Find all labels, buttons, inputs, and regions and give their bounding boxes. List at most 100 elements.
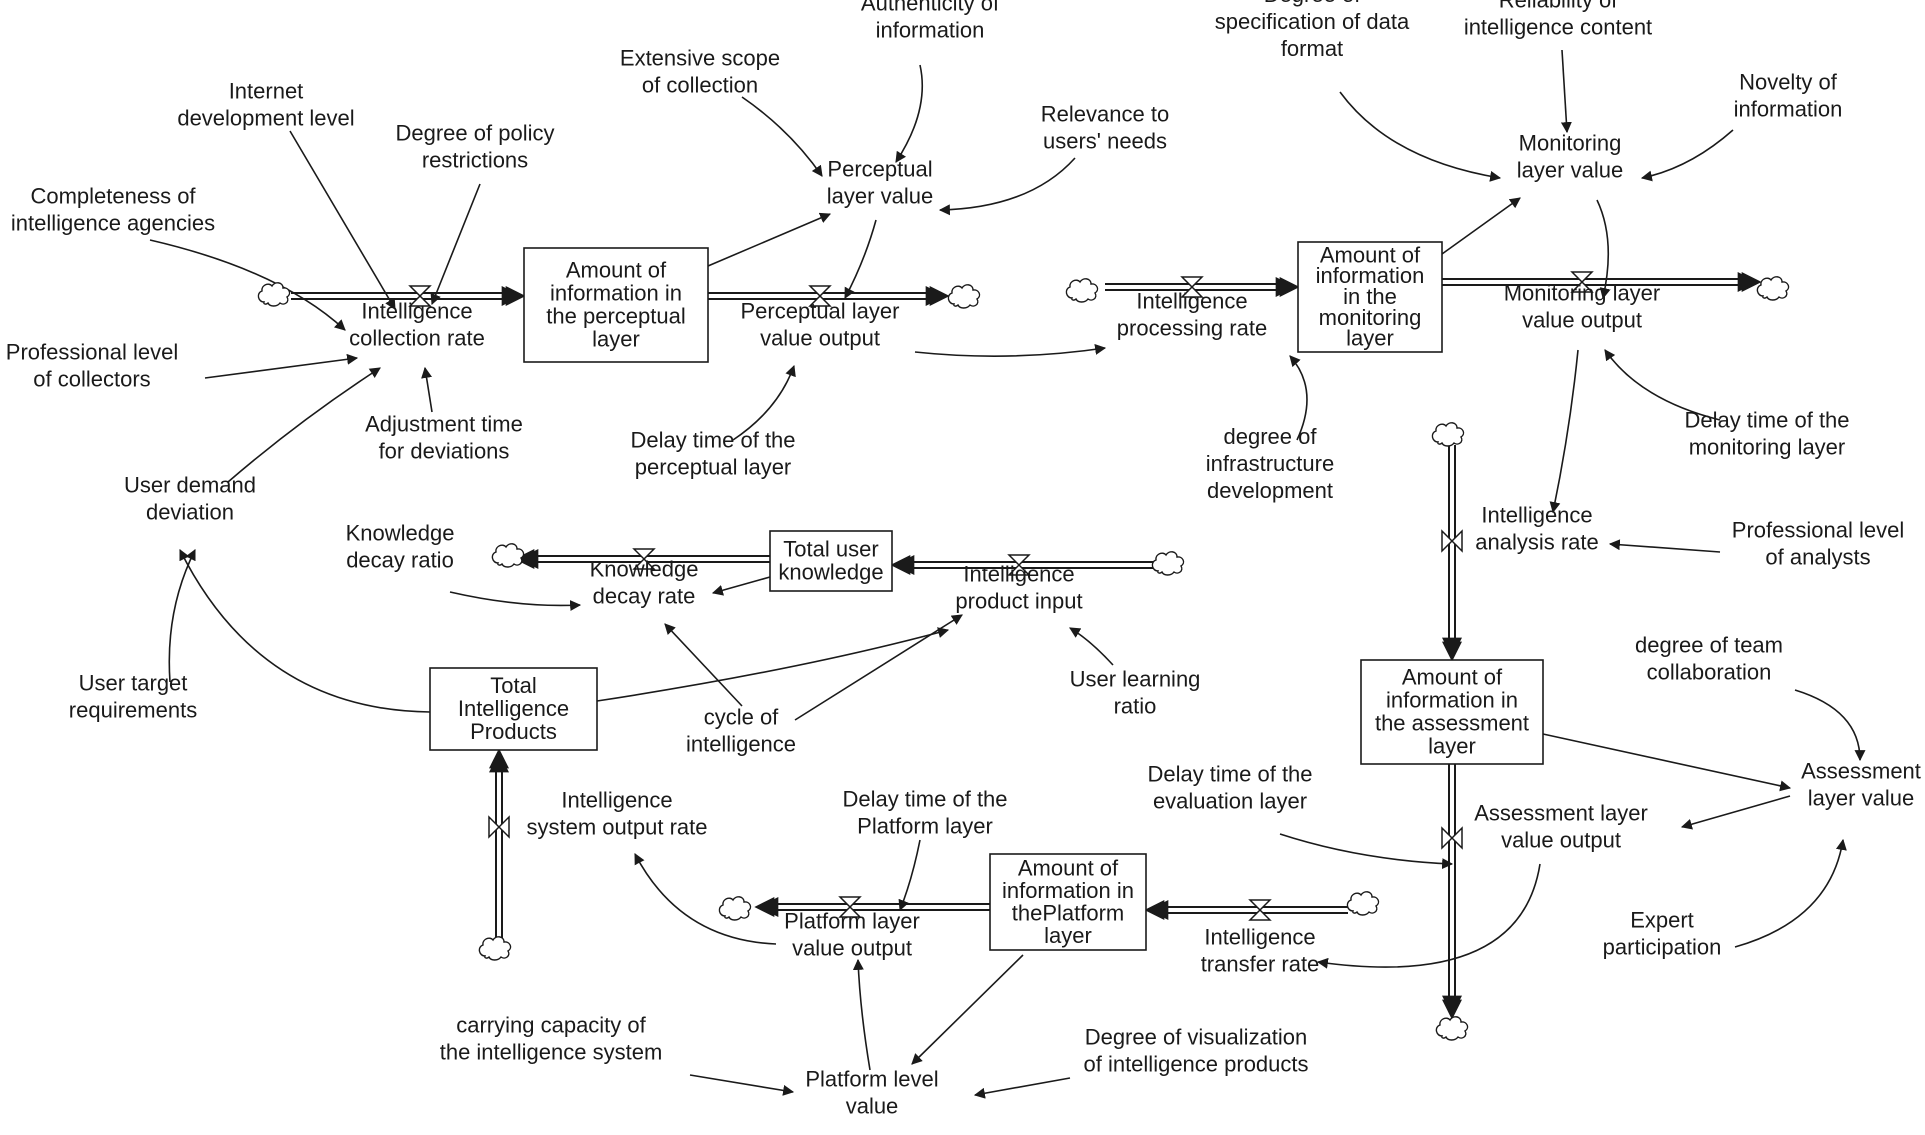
link-monitoring-output: [1596, 199, 1611, 300]
variable-label-line: for deviations: [379, 439, 510, 464]
variable-label-line: Degree of policy: [396, 121, 555, 146]
variable-label-line: Internet: [229, 79, 304, 104]
link-format-monitoring: [1339, 91, 1502, 182]
link-demand-collection: [227, 367, 381, 483]
stock-label-line: Amount of: [1018, 855, 1119, 880]
variable-label-line: ratio: [1114, 694, 1157, 719]
link-visualization-platform-level: [973, 1077, 1071, 1099]
stock-label-line: Intelligence: [458, 696, 569, 721]
link-internet-collection: [289, 130, 396, 310]
cloud-analysis-source-icon: [1431, 422, 1465, 447]
variable-label-line: Reliability of: [1499, 0, 1618, 13]
stock-label-line: Amount of: [566, 258, 667, 283]
variable-label-line: User learning: [1070, 667, 1201, 692]
link-reliability-monitoring: [1560, 49, 1572, 134]
link-knowledge-decay: [711, 576, 771, 596]
link-cycle-decay: [664, 623, 743, 707]
variable-label-line: Knowledge: [346, 521, 455, 546]
variable-label-line: Adjustment time: [365, 412, 523, 437]
variable-label-line: Degree of visualization: [1085, 1025, 1308, 1050]
variable-label-line: layer value: [827, 184, 933, 209]
link-target-demand: [168, 549, 196, 683]
link-capacity-platform-level: [689, 1074, 795, 1096]
variable-label-line: of intelligence products: [1083, 1052, 1308, 1077]
stock-box: [429, 667, 598, 751]
stock-label-line: information: [1316, 263, 1425, 288]
link-authenticity-perceptual: [895, 64, 923, 163]
variable-label-line: Delay time of the: [630, 428, 795, 453]
valve-collection-icon: [408, 285, 432, 307]
stock-label-line: Products: [470, 719, 557, 744]
variable-label-line: value: [846, 1094, 899, 1119]
variable-label-line: Platform layer: [857, 814, 993, 839]
link-assessment-stock-value: [1542, 733, 1792, 792]
variable-label-line: Novelty of: [1739, 70, 1838, 95]
link-adjustment-collection: [421, 366, 433, 413]
flow-valves: [408, 271, 1594, 921]
variable-label-line: intelligence content: [1464, 15, 1652, 40]
variable-label-line: transfer rate: [1201, 952, 1320, 977]
stock-box: [989, 853, 1147, 951]
variable-label-line: Intelligence: [1204, 925, 1315, 950]
variable-label-line: participation: [1603, 935, 1722, 960]
variable-label-line: Relevance to: [1041, 102, 1169, 127]
variable-label-line: Knowledge: [590, 557, 699, 582]
variable-label-line: Intelligence: [561, 788, 672, 813]
stock-box: [1297, 241, 1443, 353]
cloud-input-source-icon: [1151, 551, 1185, 576]
variable-label-line: requirements: [69, 698, 197, 723]
variable-label-line: carrying capacity of: [456, 1013, 646, 1038]
link-professional-collection: [204, 353, 359, 379]
flow-pipes: [291, 272, 1762, 1020]
stock-label-line: the assessment: [1375, 711, 1529, 736]
valve-assessment-output-icon: [1441, 826, 1463, 850]
valve-product-input-icon: [1007, 554, 1031, 576]
variable-label-line: the intelligence system: [440, 1040, 663, 1065]
cloud-transfer-source-icon: [1346, 891, 1380, 916]
stock-label-line: layer: [1428, 734, 1476, 759]
link-policy-collection: [430, 183, 481, 306]
link-perceptual-output: [844, 219, 877, 299]
variable-label-line: of analysts: [1765, 545, 1870, 570]
link-assessment-transfer: [1316, 863, 1541, 969]
link-expert-assessment: [1734, 838, 1847, 948]
link-monitoring-analysis: [1549, 349, 1579, 514]
variable-label-line: Intelligence: [963, 562, 1074, 587]
variable-label-line: User target: [79, 671, 188, 696]
link-delay-eval-output: [1279, 833, 1454, 870]
link-platform-level-output: [852, 958, 871, 1071]
variable-label-line: users' needs: [1043, 129, 1167, 154]
link-delay-monitoring-output: [1604, 349, 1721, 421]
variable-label-line: Platform level: [805, 1067, 938, 1092]
stock-label-line: knowledge: [778, 560, 883, 585]
link-output-processing: [914, 344, 1107, 357]
link-scope-perceptual: [741, 96, 823, 177]
cloud-system-source-icon: [478, 936, 512, 961]
variable-label-line: degree of team: [1635, 633, 1783, 658]
variable-label-line: infrastructure: [1206, 451, 1334, 476]
stock-label-line: Total: [490, 673, 536, 698]
link-value-assessment-output: [1680, 795, 1791, 830]
valve-platform-output-icon: [838, 896, 862, 918]
variable-label-line: Authenticity of: [861, 0, 1000, 16]
